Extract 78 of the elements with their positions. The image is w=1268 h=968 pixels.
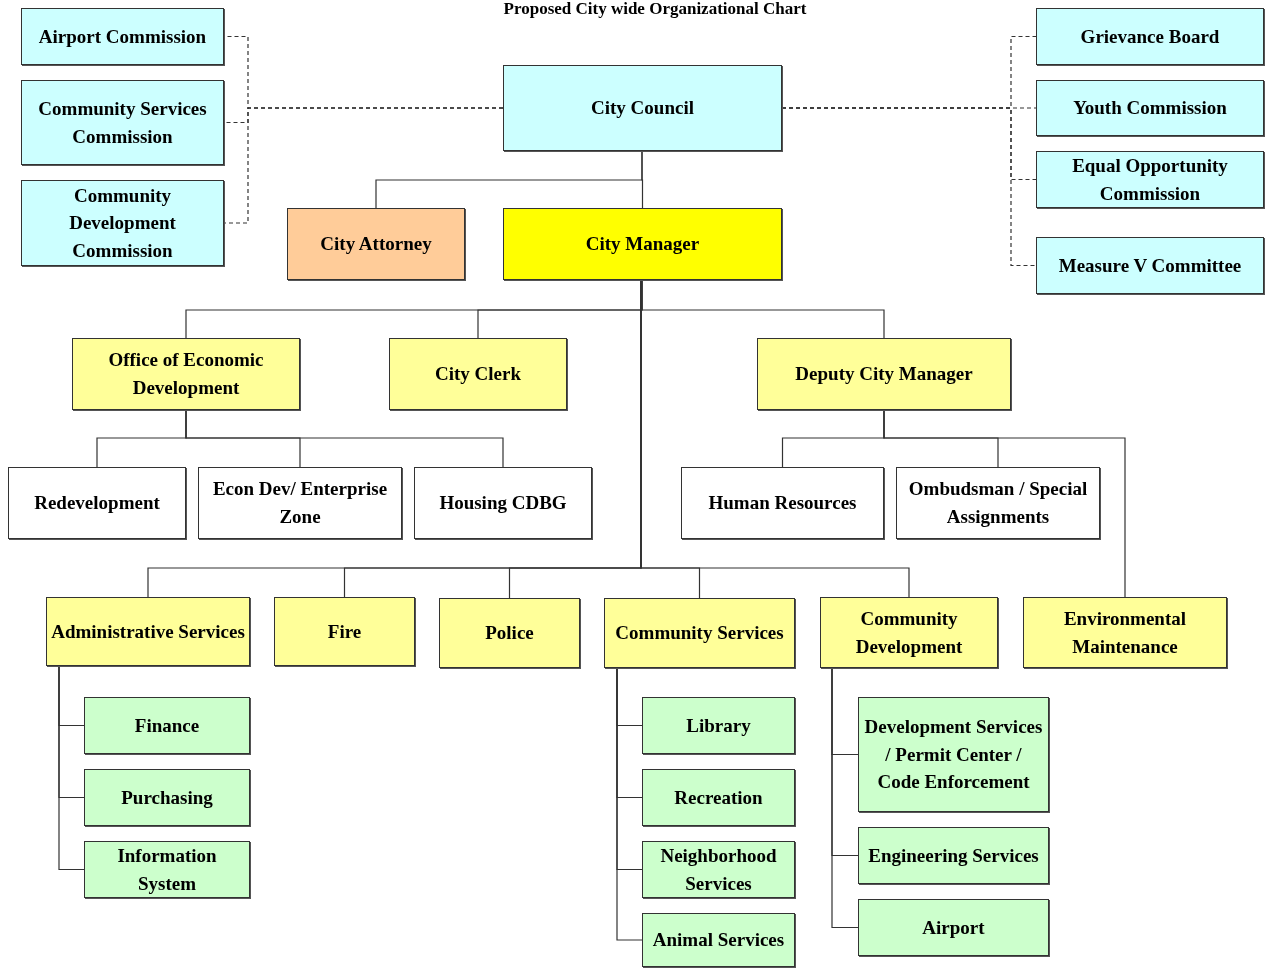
commission-box bbox=[1036, 237, 1264, 294]
connector-line bbox=[185, 409, 504, 468]
box-label: City Clerk bbox=[435, 362, 521, 387]
box-label: Community Services bbox=[615, 621, 784, 646]
box-label: Fire bbox=[327, 619, 362, 644]
connector-line bbox=[616, 667, 643, 941]
office-box bbox=[757, 338, 1011, 410]
dashed-connector bbox=[223, 107, 504, 224]
box-label: Neighborhood Services bbox=[659, 843, 778, 896]
office-box bbox=[287, 208, 465, 280]
department-box bbox=[46, 597, 250, 666]
unit-box bbox=[642, 913, 795, 967]
box-label: Community Development bbox=[854, 606, 964, 659]
box-label: Administrative Services bbox=[51, 619, 245, 644]
commission-box bbox=[1036, 151, 1264, 208]
box-label: Airport bbox=[922, 915, 985, 940]
box-label: Development Services / Permit Center / Code Enforcement bbox=[863, 715, 1044, 795]
box-label: Human Resources bbox=[708, 491, 857, 516]
box-label: Measure V Committee bbox=[1058, 253, 1242, 278]
unit-box bbox=[858, 899, 1049, 956]
dashed-connector bbox=[781, 107, 1037, 267]
commission-box bbox=[21, 80, 224, 165]
box-label: Finance bbox=[134, 713, 200, 738]
division-box bbox=[8, 467, 186, 539]
division-box bbox=[198, 467, 402, 539]
commission-box bbox=[1036, 8, 1264, 65]
division-box bbox=[681, 467, 884, 539]
unit-box bbox=[84, 697, 250, 754]
unit-box bbox=[84, 769, 250, 826]
office-box bbox=[389, 338, 567, 410]
unit-box bbox=[84, 841, 250, 898]
box-label: Community Development Commission bbox=[68, 183, 177, 263]
box-label: Environmental Maintenance bbox=[1062, 606, 1188, 659]
box-label: Animal Services bbox=[652, 928, 785, 953]
box-label: Office of Economic Development bbox=[107, 348, 265, 400]
box-label: Purchasing bbox=[121, 785, 213, 810]
department-box bbox=[274, 597, 415, 666]
box-label: Recreation bbox=[674, 785, 763, 810]
unit-box bbox=[858, 697, 1049, 812]
unit-box bbox=[642, 697, 795, 754]
box-label: Engineering Services bbox=[868, 843, 1039, 868]
unit-box bbox=[858, 827, 1049, 884]
box-label: Redevelopment bbox=[34, 491, 160, 516]
box-label: Airport Commission bbox=[38, 24, 207, 49]
council-box bbox=[503, 65, 782, 151]
box-label: Equal Opportunity Commission bbox=[1071, 153, 1229, 206]
commission-box bbox=[1036, 80, 1264, 136]
connector-line bbox=[641, 279, 885, 339]
box-label: Deputy City Manager bbox=[795, 362, 973, 387]
box-label: Information System bbox=[116, 843, 218, 896]
department-box bbox=[820, 597, 998, 668]
box-label: City Attorney bbox=[320, 232, 432, 257]
box-label: City Manager bbox=[585, 232, 700, 257]
connector-line bbox=[641, 150, 644, 209]
unit-box bbox=[642, 841, 795, 898]
box-label: Ombudsman / Special Assignments bbox=[907, 477, 1089, 529]
box-label: Police bbox=[485, 621, 534, 646]
division-box bbox=[414, 467, 592, 539]
department-box bbox=[1023, 597, 1227, 668]
box-label: Grievance Board bbox=[1080, 24, 1220, 49]
office-box bbox=[503, 208, 782, 280]
connector-line bbox=[58, 665, 85, 871]
connector-line bbox=[883, 409, 1126, 598]
box-label: Econ Dev/ Enterprise Zone bbox=[211, 477, 389, 529]
division-box bbox=[896, 467, 1100, 539]
chart-title: Proposed City wide Organizational Chart bbox=[502, 0, 808, 18]
unit-box bbox=[642, 769, 795, 826]
office-box bbox=[72, 338, 300, 410]
department-box bbox=[439, 598, 580, 668]
department-box bbox=[604, 598, 795, 668]
box-label: Housing CDBG bbox=[439, 491, 567, 516]
box-label: Library bbox=[686, 713, 751, 738]
box-label: Community Services Commission bbox=[37, 96, 208, 149]
box-label: Youth Commission bbox=[1073, 96, 1227, 121]
commission-box bbox=[21, 180, 224, 266]
commission-box bbox=[21, 8, 224, 65]
connector-line bbox=[831, 667, 859, 929]
box-label: City Council bbox=[591, 96, 694, 121]
